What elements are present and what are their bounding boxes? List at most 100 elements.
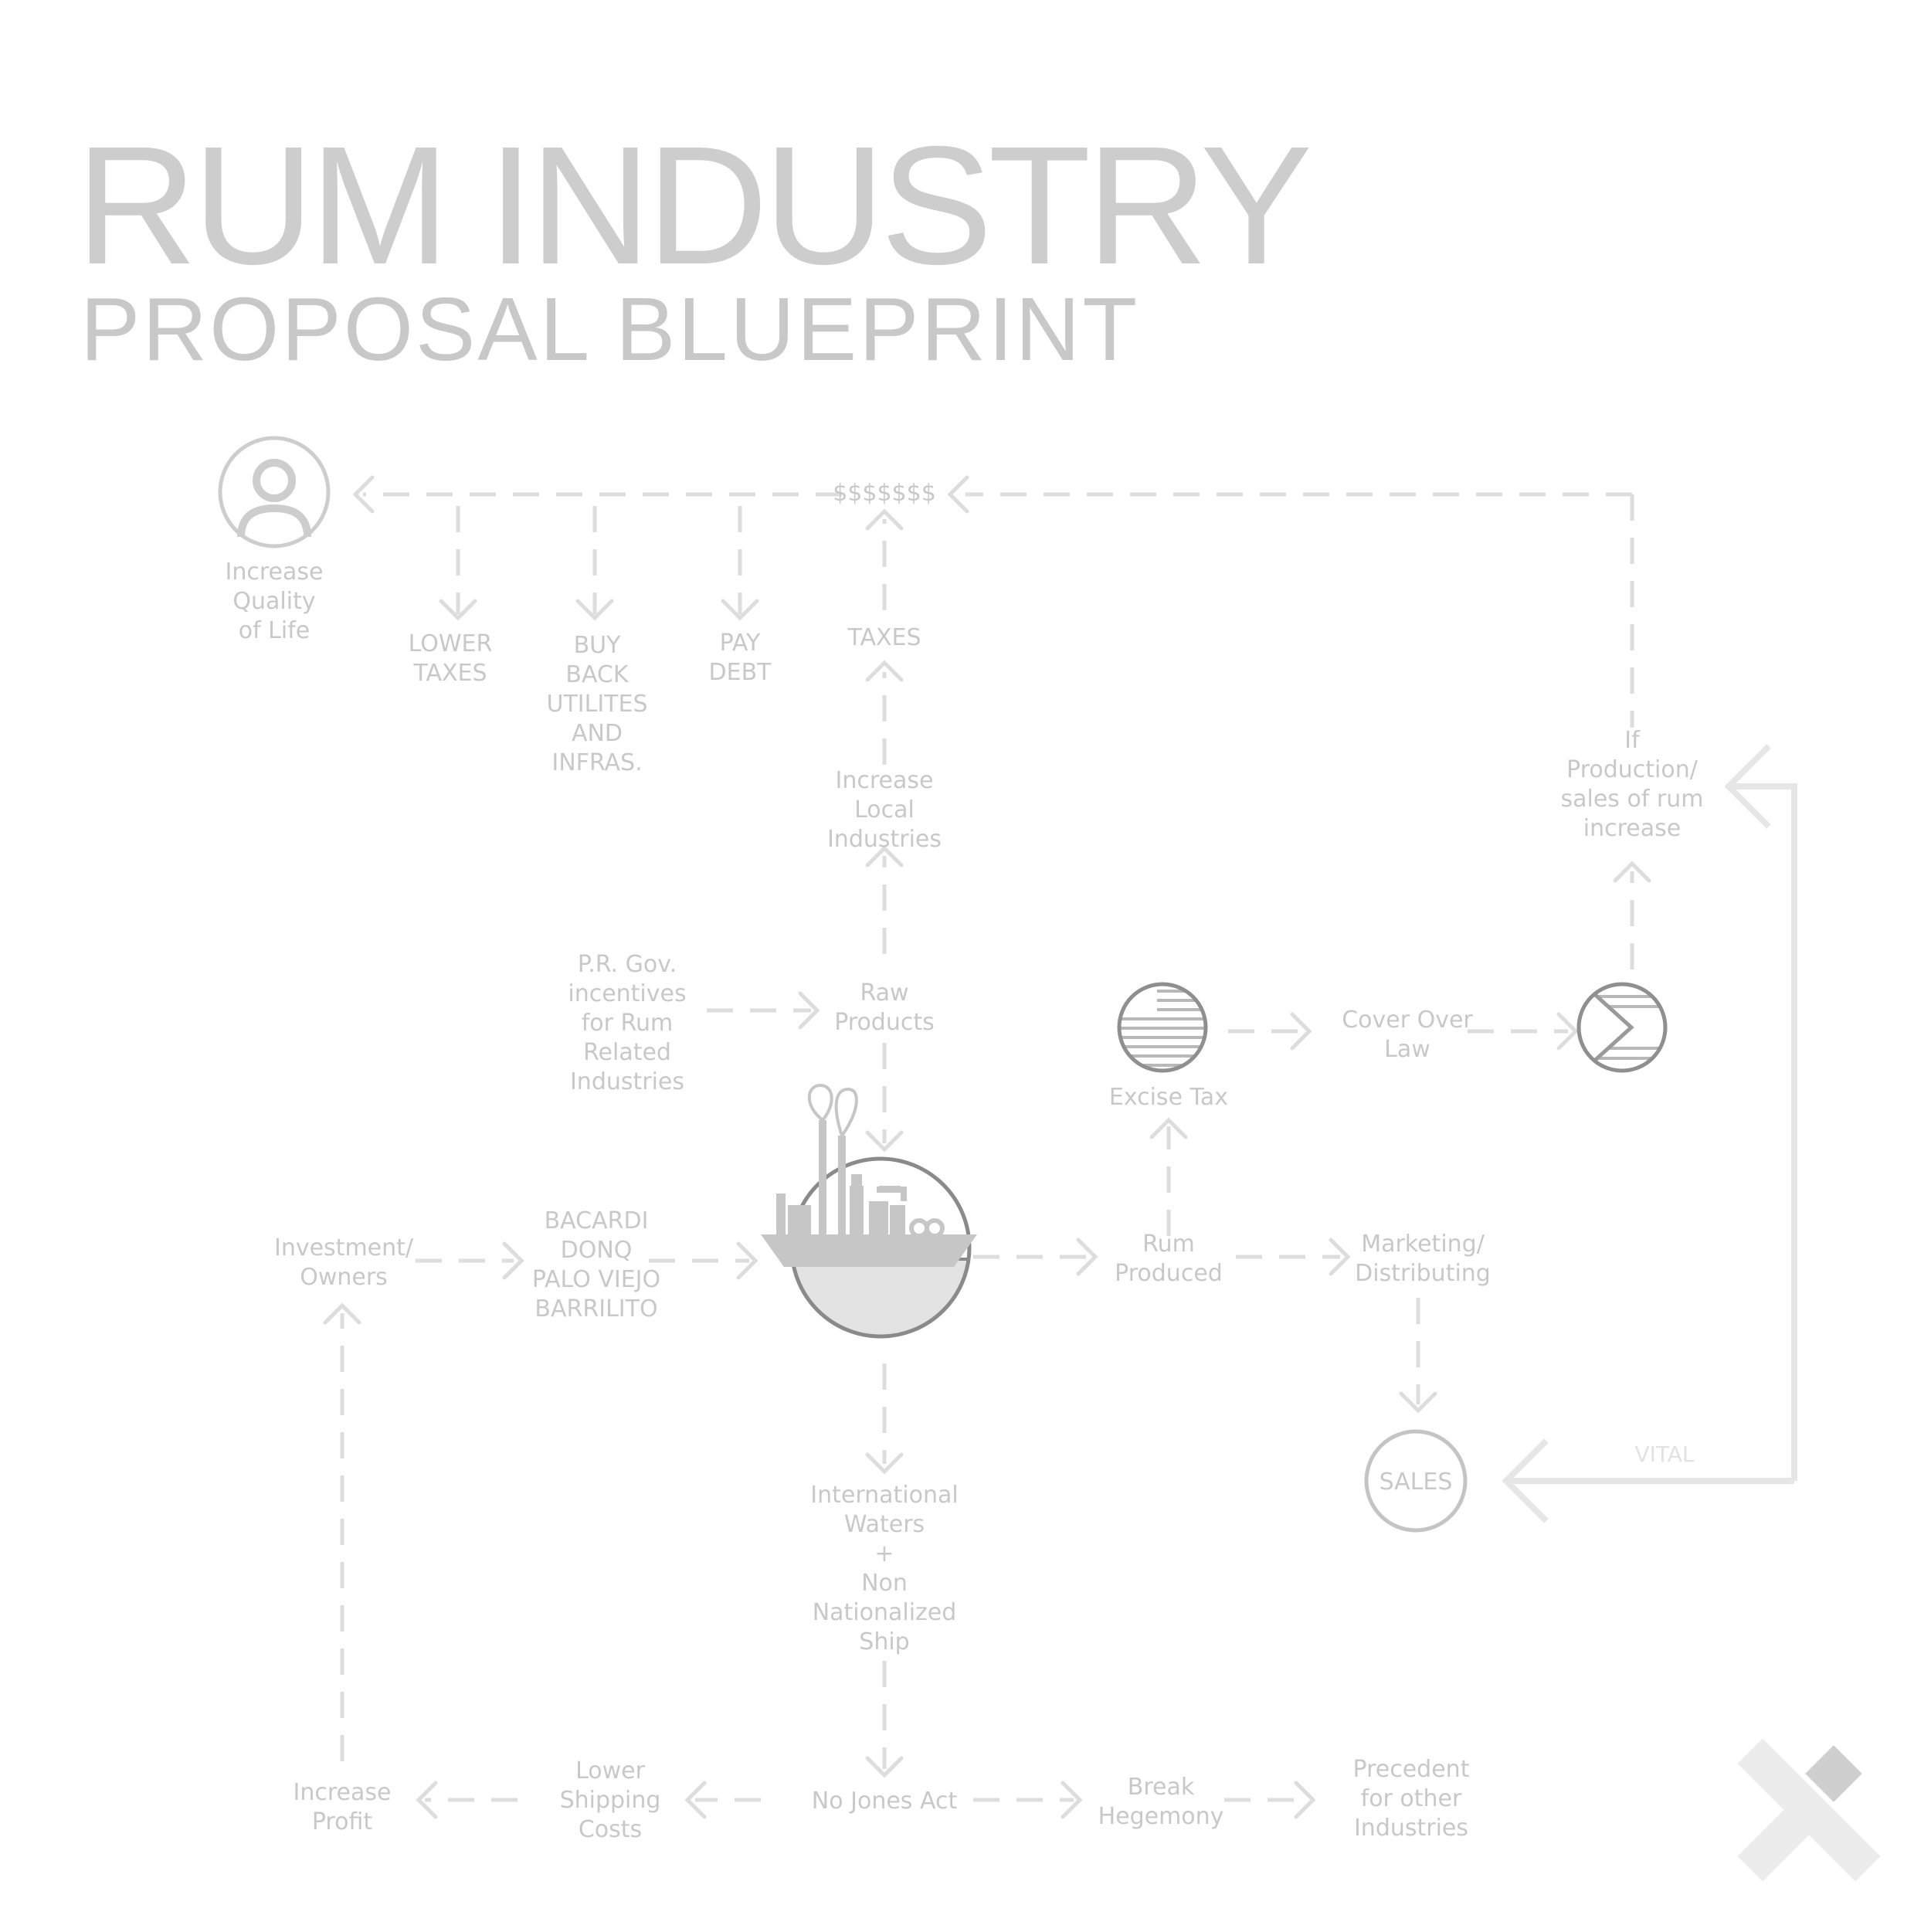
- label-quality-of-life-line: Increase: [226, 559, 324, 586]
- label-brands-line: BARRILITO: [535, 1295, 657, 1323]
- label-brands-line: BACARDI: [545, 1207, 649, 1234]
- arrowhead-excise: [1149, 1117, 1188, 1139]
- label-gov-incentives-line: Industries: [570, 1068, 684, 1095]
- label-money: $$$$$$$: [833, 480, 936, 507]
- label-production-increase-line: increase: [1583, 815, 1681, 842]
- arrow-heads: [323, 475, 1771, 1819]
- x-logo-icon: [1737, 1738, 1881, 1882]
- label-quality-of-life-line: of Life: [239, 617, 311, 644]
- label-production-increase-line: If: [1624, 727, 1641, 754]
- label-lower-taxes: LOWER TAXES: [409, 630, 493, 687]
- label-gov-incentives-line: incentives: [568, 980, 686, 1007]
- arrowhead-money: [947, 475, 969, 514]
- arrowhead-jones: [865, 1756, 904, 1778]
- label-excise-tax-line: Excise Tax: [1109, 1084, 1228, 1111]
- puerto-rico-flag-icon: [1576, 982, 1668, 1073]
- label-break-hegemony-line: Hegemony: [1098, 1803, 1224, 1830]
- arrowhead-vital-sales: [1502, 1438, 1549, 1523]
- label-gov-incentives-line: P.R. Gov.: [578, 951, 677, 978]
- label-brands-line: DONQ: [561, 1237, 633, 1264]
- label-precedent-line: for other: [1361, 1785, 1462, 1812]
- arrowhead-incentives: [798, 991, 820, 1030]
- page-subtitle: PROPOSAL BLUEPRINT: [80, 279, 1140, 379]
- label-increase-profit-line: Increase: [294, 1779, 392, 1806]
- sales-circle: [1364, 1429, 1468, 1533]
- label-excise-tax: Excise Tax: [1109, 1084, 1228, 1111]
- line-vital-loop: [1729, 783, 1797, 1481]
- label-no-jones-act-line: No Jones Act: [812, 1788, 958, 1815]
- arrowhead-shipping: [684, 1781, 707, 1819]
- label-sales-line: SALES: [1380, 1469, 1453, 1496]
- arrowhead-brands: [736, 1241, 758, 1280]
- arrowhead-investment-up: [323, 1302, 361, 1325]
- label-no-jones-act: No Jones Act: [812, 1788, 958, 1815]
- arrowhead-investment: [502, 1241, 524, 1280]
- label-buy-back-line: UTILITES: [546, 691, 647, 718]
- arrowhead-pay-debt: [721, 599, 759, 621]
- label-money-line: $$$$$$$: [833, 480, 936, 507]
- label-investment-owners: Investment/Owners: [274, 1234, 414, 1291]
- label-raw-products-line: Raw: [860, 980, 908, 1007]
- label-gov-incentives-line: Related: [583, 1039, 671, 1066]
- label-brands-line: PALO VIEJO: [532, 1266, 660, 1293]
- arrowhead-cover: [1290, 1012, 1312, 1051]
- label-international-waters-line: Ship: [859, 1628, 909, 1655]
- label-marketing-distributing-line: Marketing/: [1361, 1231, 1485, 1258]
- label-marketing-distributing: Marketing/Distributing: [1355, 1231, 1491, 1287]
- label-precedent-line: Industries: [1354, 1815, 1468, 1842]
- label-lower-shipping-line: Costs: [579, 1816, 642, 1843]
- label-marketing-distributing-line: Distributing: [1355, 1260, 1491, 1287]
- arrowhead-waters: [865, 1452, 904, 1475]
- arrowhead-precedent: [1294, 1781, 1316, 1819]
- label-quality-of-life-line: Quality: [232, 588, 315, 615]
- label-buy-back-line: BACK: [565, 661, 630, 688]
- label-production-increase-line: sales of rum: [1561, 786, 1704, 813]
- arrowhead-taxes-up: [865, 508, 904, 531]
- label-rum-produced-line: Produced: [1115, 1260, 1223, 1287]
- arrowhead-profit: [416, 1781, 438, 1819]
- arrowhead-buy-back: [575, 599, 614, 621]
- arrowhead-production: [1613, 861, 1651, 883]
- us-flag-icon: [1117, 982, 1208, 1073]
- label-investment-owners-line: Investment/: [274, 1234, 414, 1261]
- arrowhead-person: [352, 475, 375, 514]
- page-title: RUM INDUSTRY: [76, 112, 1312, 300]
- arrowhead-vital-production: [1724, 744, 1771, 829]
- label-pay-debt-line: PAY: [720, 630, 761, 657]
- arrowhead-prflag: [1556, 1012, 1579, 1051]
- arrowhead-marketing: [1329, 1238, 1351, 1276]
- distillery-ship-icon: [761, 1083, 977, 1339]
- label-pay-debt-line: DEBT: [709, 659, 772, 686]
- label-cover-over-law-line: Cover Over: [1342, 1007, 1473, 1034]
- label-buy-back-line: BUY: [574, 632, 622, 659]
- connector-lines: [340, 492, 1797, 1802]
- label-increase-profit-line: Profit: [312, 1808, 372, 1835]
- label-production-increase-line: Production/: [1566, 756, 1699, 783]
- label-local-industries-line: Local: [854, 796, 915, 823]
- person-icon: [218, 436, 331, 548]
- label-vital: VITAL: [1634, 1441, 1694, 1467]
- label-raw-products-line: Products: [834, 1009, 935, 1036]
- label-lower-taxes-line: LOWER: [409, 630, 493, 657]
- label-taxes-line: TAXES: [847, 624, 921, 651]
- label-lower-shipping-line: Lower: [575, 1757, 646, 1784]
- label-investment-owners-line: Owners: [300, 1264, 388, 1291]
- label-lower-taxes-line: TAXES: [412, 660, 487, 687]
- arrowhead-rum: [1076, 1238, 1098, 1276]
- label-buy-back-line: AND: [572, 720, 623, 747]
